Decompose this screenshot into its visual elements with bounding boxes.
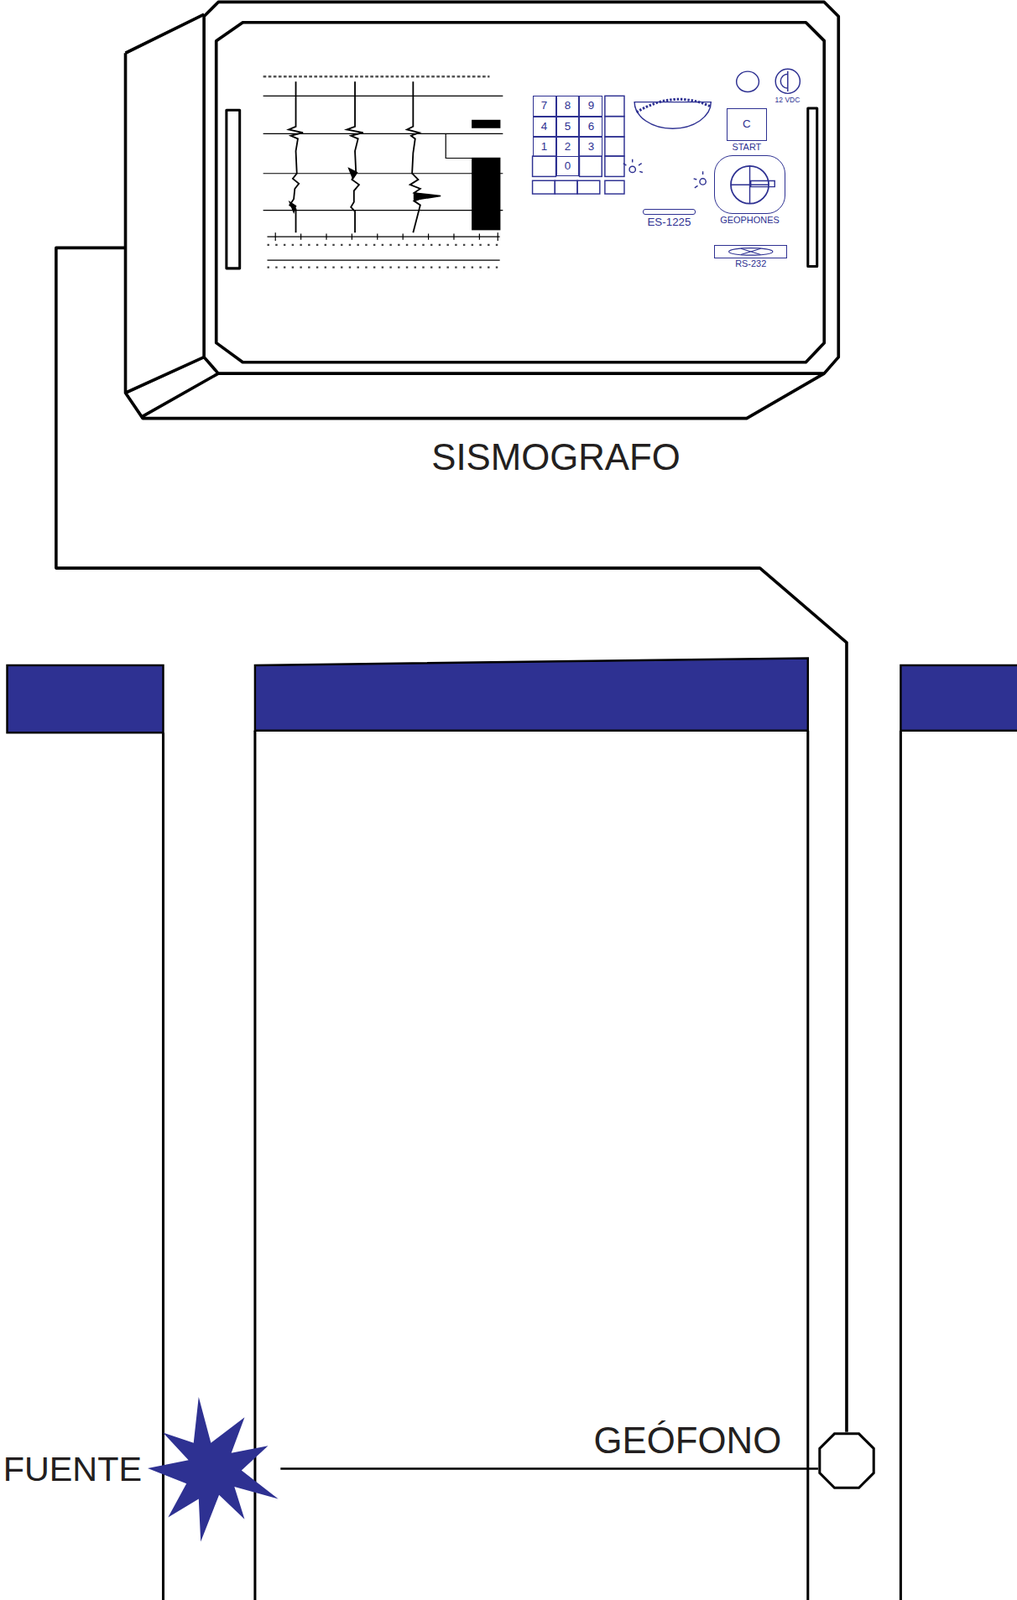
keypad-key: 4	[532, 116, 557, 137]
start-button: CSTART	[726, 108, 768, 141]
burst-shape	[147, 1397, 279, 1543]
keypad-key: 3	[578, 136, 603, 157]
keypad-key: 8	[556, 95, 580, 116]
ray-path	[280, 1467, 819, 1470]
geophone-connector: GEOPHONES	[714, 155, 786, 215]
keypad-key: 9	[578, 95, 603, 116]
node-label: ES-1225	[646, 215, 691, 229]
rs-outline	[714, 245, 788, 258]
keypad-key: 1	[532, 136, 557, 157]
ground-surface	[7, 657, 1017, 733]
node-label: 9	[588, 99, 595, 113]
borehole-walls	[163, 730, 902, 1600]
keypad-key: 0	[556, 156, 580, 177]
node-label: 7	[541, 99, 548, 113]
node-label: 1	[541, 140, 548, 153]
keypad-key: 5	[556, 116, 580, 137]
power-outline	[774, 67, 802, 95]
geophone: GEÓFONO	[818, 1432, 876, 1490]
node-caption: START	[731, 141, 762, 153]
node-label: 4	[541, 119, 548, 133]
slot: ES-1225	[642, 208, 696, 215]
node-label: RS-232	[735, 258, 767, 270]
node-label: 2	[564, 140, 571, 153]
keypad-key: 6	[578, 116, 603, 137]
port-shell	[729, 247, 773, 255]
source-star: FUENTE	[147, 1397, 281, 1543]
node-label: 3	[588, 140, 595, 153]
screen-traces	[263, 76, 504, 267]
keypad-key: 7	[532, 95, 557, 116]
power-pin	[780, 71, 788, 92]
star-outline	[147, 1397, 281, 1543]
seismograph: SISMOGRAFO12 VDC7894561230CSTARTGEOPHONE…	[125, 1, 840, 418]
power-connector: 12 VDC	[774, 67, 802, 95]
housing	[125, 1, 840, 418]
oct-outline	[818, 1432, 876, 1490]
node-label: 5	[564, 119, 571, 133]
geo-outline	[714, 156, 785, 214]
node-label: SISMOGRAFO	[431, 436, 681, 479]
node-label: FUENTE	[3, 1449, 142, 1491]
octagon-shape	[819, 1434, 874, 1488]
serial-port: RS-232	[714, 245, 788, 259]
node-label: 0	[564, 159, 571, 173]
panel-controls	[532, 71, 760, 194]
node-label: GEÓFONO	[594, 1419, 783, 1462]
port-cross	[740, 248, 762, 255]
node-label: 8	[564, 99, 571, 113]
node-label: GEOPHONES	[719, 214, 780, 226]
socket-key	[730, 166, 775, 204]
keypad-key: 2	[556, 136, 580, 157]
node-label: C	[742, 118, 752, 131]
signal-cable	[56, 247, 847, 1432]
power-ring	[775, 69, 800, 94]
node-label: 6	[588, 119, 595, 133]
node-label: 12 VDC	[775, 96, 801, 105]
